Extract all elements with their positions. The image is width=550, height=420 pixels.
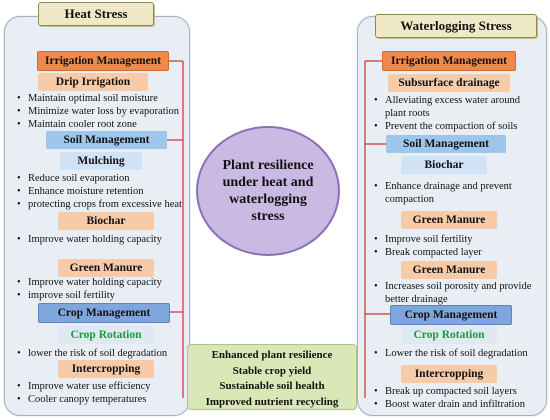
list-item: Improve water use efficiency: [17, 380, 187, 393]
list-item: Maintain optimal soil moisture: [17, 92, 185, 105]
left-soil-management: Soil Management: [46, 131, 167, 149]
list-item: Minimize water loss by evaporation: [17, 105, 185, 118]
waterlogging-stress-title: Waterlogging Stress: [375, 14, 537, 38]
left-green-manure: Green Manure: [58, 259, 154, 277]
right-soil-management: Soil Management: [386, 135, 506, 153]
left-mulching: Mulching: [60, 152, 142, 170]
left-mulching-list: Reduce soil evaporation Enhance moisture…: [17, 172, 187, 211]
right-crop-management: Crop Management: [390, 305, 512, 325]
right-subsurface-list: Alleviating excess water around plant ro…: [374, 94, 539, 133]
left-drip-list: Maintain optimal soil moisture Minimize …: [17, 92, 185, 131]
outcome-item: Stable crop yield: [232, 364, 312, 377]
right-subsurface-drainage: Subsurface drainage: [388, 74, 510, 92]
list-item: Improve water holding capacity: [17, 233, 187, 246]
right-intercropping: Intercropping: [401, 365, 497, 383]
left-drip-irrigation: Drip Irrigation: [38, 73, 148, 91]
right-intercropping-list: Break up compacted soil layers Boost wat…: [374, 385, 539, 411]
list-item: Cooler canopy temperatures: [17, 393, 187, 406]
left-rotation-list: lower the risk of soil degradation: [17, 347, 187, 360]
left-biochar: Biochar: [58, 212, 154, 230]
right-green-manure-1-list: Improve soil fertility Break compacted l…: [374, 233, 539, 259]
list-item: Reduce soil evaporation: [17, 172, 187, 185]
outcomes-box: Enhanced plant resilience Stable crop yi…: [187, 344, 357, 410]
list-item: Enhance moisture retention: [17, 185, 187, 198]
right-green-manure-2: Green Manure: [401, 261, 497, 279]
right-biochar-list: Enhance drainage and prevent compaction: [374, 180, 539, 206]
list-item: Improve soil fertility: [374, 233, 539, 246]
left-irrigation-management: Irrigation Management: [37, 51, 169, 71]
list-item: Boost water drain and infiltration: [374, 398, 539, 411]
list-item: Lower the risk of soil degradation: [374, 347, 539, 360]
list-item: Break up compacted soil layers: [374, 385, 539, 398]
outcome-item: Improved nutrient recycling: [205, 395, 339, 408]
central-concept-text: Plant resilience under heat and waterlog…: [222, 158, 314, 224]
right-rotation-list: Lower the risk of soil degradation: [374, 347, 539, 360]
list-item: Alleviating excess water around plant ro…: [374, 94, 539, 120]
list-item: Prevent the compaction of soils: [374, 120, 539, 133]
right-crop-rotation: Crop Rotation: [401, 326, 497, 344]
left-biochar-list: Improve water holding capacity: [17, 233, 187, 246]
left-green-manure-list: Improve water holding capacity improve s…: [17, 276, 187, 302]
heat-stress-title: Heat Stress: [38, 2, 154, 26]
list-item: Improve water holding capacity: [17, 276, 187, 289]
left-intercropping: Intercropping: [58, 360, 154, 378]
right-biochar: Biochar: [401, 156, 487, 174]
right-irrigation-management: Irrigation Management: [382, 51, 516, 71]
central-concept-ellipse: Plant resilience under heat and waterlog…: [196, 126, 340, 256]
right-green-manure-2-list: Increases soil porosity and provide bett…: [374, 280, 539, 306]
list-item: Break compacted layer: [374, 246, 539, 259]
list-item: Maintain cooler root zone: [17, 118, 185, 131]
outcome-item: Sustainable soil health: [219, 380, 325, 392]
list-item: improve soil fertility: [17, 289, 187, 302]
outcome-item: Enhanced plant resilience: [211, 349, 333, 361]
list-item: Enhance drainage and prevent compaction: [374, 180, 539, 206]
list-item: Increases soil porosity and provide bett…: [374, 280, 539, 306]
list-item: lower the risk of soil degradation: [17, 347, 187, 360]
right-green-manure-1: Green Manure: [401, 211, 497, 229]
left-intercropping-list: Improve water use efficiency Cooler cano…: [17, 380, 187, 406]
left-crop-management: Crop Management: [38, 303, 170, 323]
left-crop-rotation: Crop Rotation: [58, 326, 154, 344]
list-item: protecting crops from excessive heat: [17, 198, 187, 211]
